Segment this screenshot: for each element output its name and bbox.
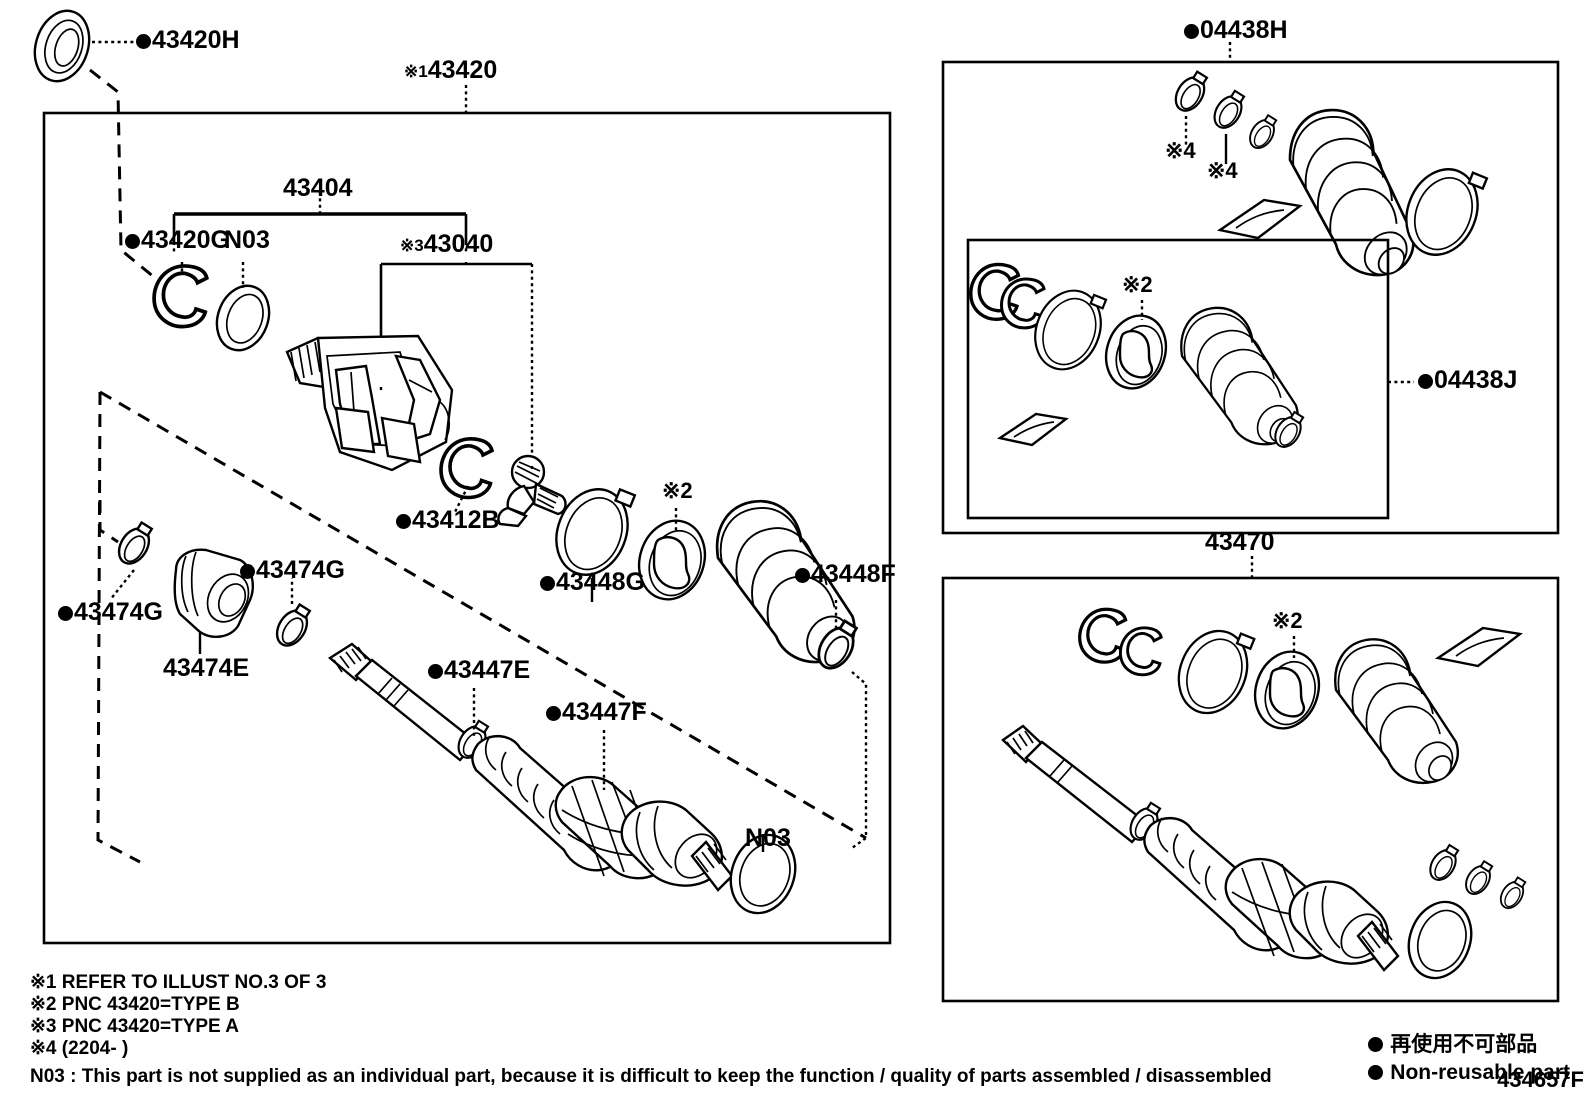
footnote-2: ※2 PNC 43420=TYPE B	[30, 994, 240, 1015]
part-43470-boot	[1334, 638, 1462, 791]
part-04438H-clamp-3	[1244, 114, 1280, 154]
part-04438H-boot	[1272, 103, 1435, 289]
panel-43470-border	[941, 576, 1560, 1003]
panel-04438J-border	[966, 238, 1390, 520]
label-kome4-a: ※4	[1165, 138, 1196, 163]
part-43040-joint-housing	[285, 334, 454, 472]
part-grease-packet-top	[1216, 198, 1303, 240]
label-43474G-right: 43474G	[240, 558, 345, 583]
part-43412B-snapring	[439, 437, 494, 500]
label-43447E: 43447E	[428, 658, 530, 683]
part-grease-packet-43470	[1434, 626, 1523, 668]
marker-kome-3: ※3	[400, 236, 424, 255]
nonreusable-dot-icon	[125, 234, 140, 249]
label-43404: 43404	[283, 174, 353, 202]
part-drive-shaft-assembly	[327, 642, 734, 892]
label-43470: 43470	[1205, 528, 1275, 556]
label-43420H: 43420H	[136, 28, 240, 53]
nonreusable-dot-icon	[1368, 1065, 1384, 1080]
part-43470-boot-plate	[1253, 650, 1321, 730]
label-43474G-left: 43474G	[58, 600, 163, 625]
legend-row-japanese: 再使用不可部品	[1368, 1031, 1570, 1059]
label-43474E: 43474E	[163, 654, 250, 682]
footnotes-block: ※1 REFER TO ILLUST NO.3 OF 3 ※2 PNC 4342…	[30, 972, 1272, 1088]
panel-04438H-border	[941, 60, 1560, 535]
nonreusable-dot-icon	[795, 568, 810, 583]
label-N03-bottom: N03	[745, 824, 791, 852]
label-04438J: 04438J	[1418, 368, 1517, 393]
label-04438H: 04438H	[1184, 18, 1288, 43]
nonreusable-dot-icon	[136, 34, 151, 49]
part-N03-ring-bottom	[729, 833, 797, 915]
part-04438H-clamp-2	[1207, 89, 1249, 134]
label-kome2-main: ※2	[662, 478, 693, 503]
part-43474G-clamp-left	[111, 521, 157, 571]
part-43470-cring-1	[1078, 607, 1128, 664]
part-43420G-snapring	[152, 264, 209, 329]
footnote-4: ※4 (2204- )	[30, 1038, 129, 1059]
nonreusable-dot-icon	[546, 706, 561, 721]
label-kome4-b: ※4	[1207, 158, 1238, 183]
label-N03-top: N03	[224, 226, 270, 254]
part-04438H-ring	[1392, 157, 1492, 267]
part-43470-ring	[1165, 619, 1261, 725]
part-43470-ring-bottom	[1407, 900, 1473, 980]
part-04438J-ring	[1022, 279, 1114, 381]
footnote-n03: N03 : This part is not supplied as an in…	[30, 1066, 1272, 1087]
part-43470-clamp-b	[1460, 860, 1496, 900]
label-43447F: 43447F	[546, 700, 647, 725]
label-43448G: 43448G	[540, 570, 645, 595]
part-43474G-clamp-right	[269, 603, 315, 653]
nonreusable-dot-icon	[1418, 374, 1433, 389]
marker-kome-1: ※1	[404, 62, 428, 81]
nonreusable-dot-icon	[240, 564, 255, 579]
label-43420-heading: ※143420	[404, 56, 498, 84]
legend-row-english: Non-reusable part	[1368, 1059, 1570, 1087]
part-04438J-boot-plate	[1104, 314, 1168, 390]
nonreusable-dot-icon	[1368, 1037, 1384, 1052]
part-N03-ring-top	[215, 284, 271, 352]
nonreusable-dot-icon	[396, 514, 411, 529]
part-boot-plate-type-b	[637, 519, 707, 601]
label-43448F: 43448F	[795, 562, 896, 587]
part-43470-clamp-a	[1424, 843, 1462, 886]
label-43040: ※343040	[400, 230, 494, 258]
part-04438H-clamp-1	[1168, 70, 1212, 117]
label-43420G: 43420G	[125, 228, 230, 253]
legend-block: 再使用不可部品 Non-reusable part	[1368, 1031, 1570, 1087]
nonreusable-dot-icon	[540, 576, 555, 591]
part-43470-cring-2	[1118, 626, 1163, 677]
part-43474E-joint-cup	[173, 548, 254, 638]
nonreusable-dot-icon	[58, 606, 73, 621]
label-43412B: 43412B	[396, 508, 500, 533]
part-43420H-oilseal	[33, 9, 91, 83]
label-kome2-bottomright: ※2	[1272, 608, 1303, 633]
part-43448G-clamp	[542, 477, 642, 587]
drawing-number: 434657F	[1497, 1067, 1584, 1092]
nonreusable-dot-icon	[1184, 24, 1199, 39]
part-spider-trunnion	[497, 454, 567, 528]
part-43470-clamp-c	[1495, 876, 1529, 914]
nonreusable-dot-icon	[428, 664, 443, 679]
part-43470-shaft-assembly	[1001, 724, 1400, 972]
footnote-3: ※3 PNC 43420=TYPE A	[30, 1016, 240, 1037]
footnote-1: ※1 REFER TO ILLUST NO.3 OF 3	[30, 972, 327, 993]
label-kome2-topright: ※2	[1122, 272, 1153, 297]
part-grease-packet-04438J	[996, 412, 1069, 447]
